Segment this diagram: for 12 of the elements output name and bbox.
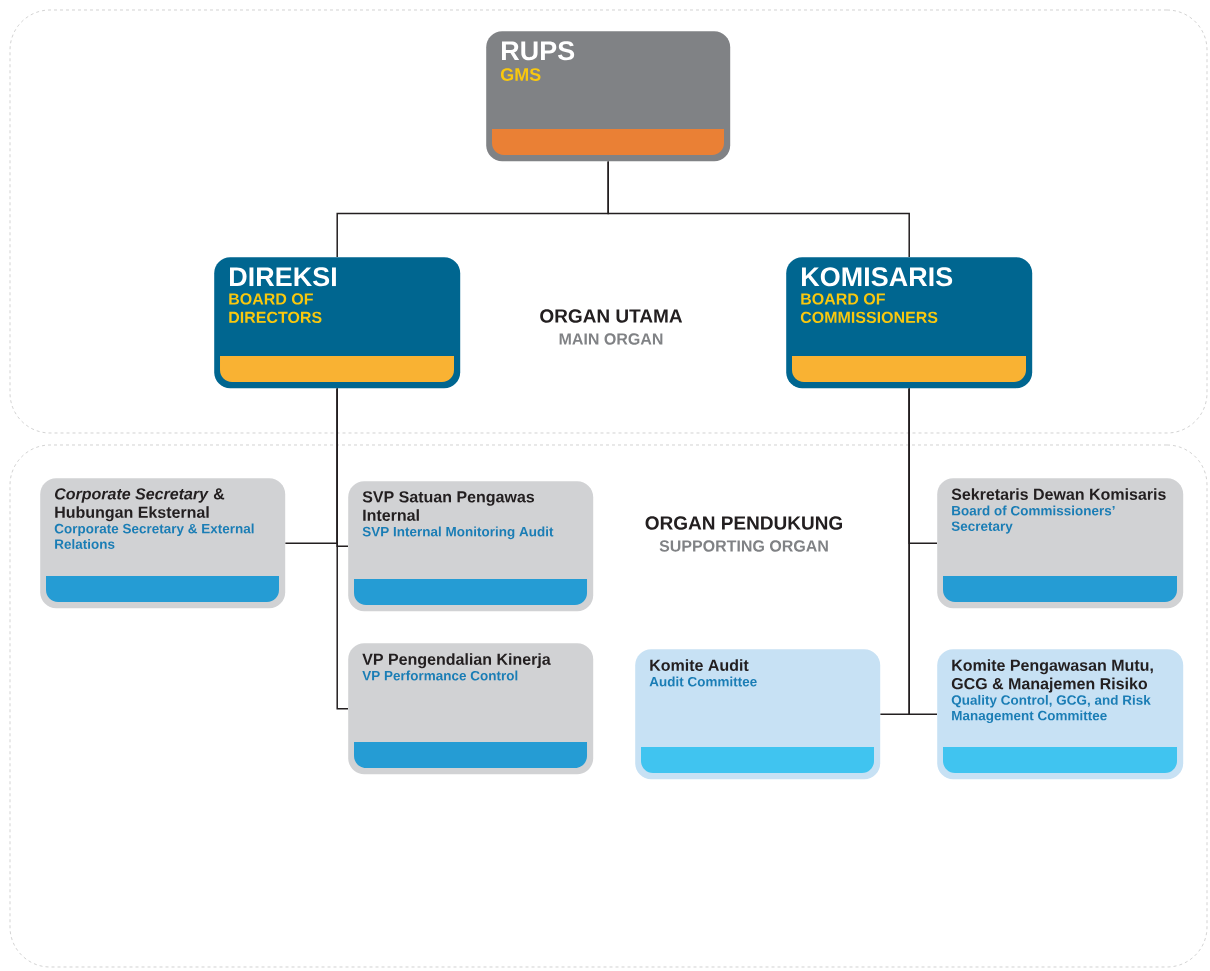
connector-line [607,160,910,258]
unit-box: SVP Satuan Pengawas Internal SVP Internal Monitoring Audit [348,481,594,612]
unit-box: VP Pengendalian Kinerja VP Performance Control [348,643,594,775]
assembly-box: RUPS GMS [486,31,731,162]
committee-box: Komite Pengawasan Mutu, GCG & Manajemen Risiko Quality Control, GCG, and Risk Management Committee [937,649,1184,780]
connector-line [908,387,938,715]
unit-box: Sekretaris Dewan Komisaris Board of Commissioners’ Secretary [937,478,1184,609]
board-box: KOMISARIS BOARD OF COMMISSIONERS [786,257,1033,389]
committee-box: Komite Audit Audit Committee [635,649,881,780]
board-box: DIREKSI BOARD OF DIRECTORS [214,257,461,389]
unit-box: Corporate Secretary & Hubungan Eksternal Corporate Secretary & External Relations [40,478,286,609]
connector-line [336,387,349,710]
